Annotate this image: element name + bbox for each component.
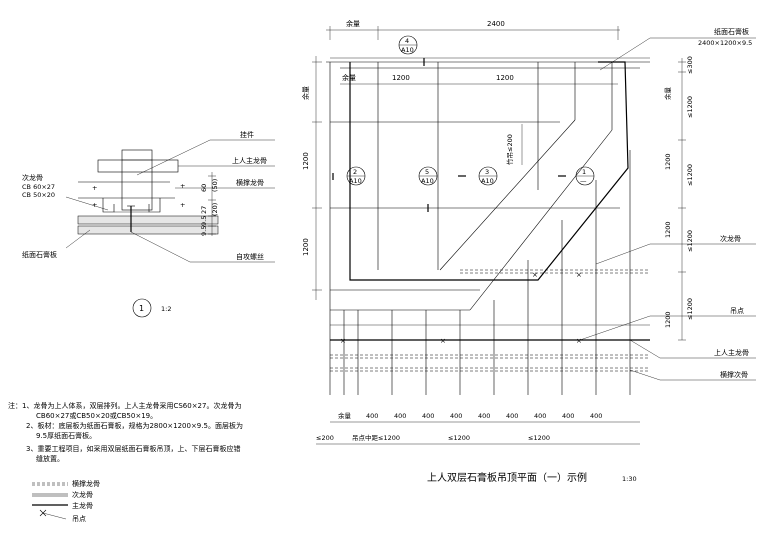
legend-main-keel: 主龙骨: [72, 501, 93, 510]
label-hanger: 挂件: [240, 130, 254, 139]
svg-text:×: ×: [576, 271, 582, 279]
right-top-margin: 余量: [663, 87, 672, 101]
svg-text:+: +: [92, 201, 97, 209]
svg-text:A10: A10: [349, 177, 362, 185]
svg-text:×: ×: [576, 337, 582, 345]
label-secondary-keel: 次龙骨: [22, 173, 43, 182]
bottom-dim-400-5: 400: [478, 412, 490, 420]
svg-text:—: —: [580, 177, 587, 185]
label-cross-keel: 横撑龙骨: [236, 178, 264, 187]
top-dim-margin: 余量: [346, 19, 360, 28]
note-line-5: 3、重要工程项目，如采用双层纸面石膏板吊顶，上、下层石膏板应错: [26, 444, 240, 453]
bottom-dim-400-4: 400: [450, 412, 462, 420]
svg-text:2: 2: [353, 168, 357, 176]
section-detail: + + + + 60 (50) 27 (20) 9.5 9.5: [22, 130, 275, 318]
svg-text:4: 4: [405, 37, 409, 45]
main-keels: [330, 269, 650, 372]
bottom-dim-400-9: 400: [590, 412, 602, 420]
dim-50: (50): [211, 179, 219, 192]
callout-5: 5 A10: [418, 166, 438, 212]
label-secondary-keel-plan: 次龙骨: [720, 234, 741, 243]
note-line-2: CB60×27或CB50×20或CB50×19。: [36, 411, 157, 420]
detail-callout-circle: [132, 298, 152, 318]
svg-text:×: ×: [440, 337, 446, 345]
right-dim-1200-b: ≤1200: [686, 164, 694, 186]
svg-text:A10: A10: [481, 177, 494, 185]
note-line-1: 注：1、龙骨为上人体系，双层排列。上人主龙骨采用CS60×27。次龙骨为: [8, 401, 241, 410]
bottom-dim-hang-spacing: 吊点中距≤1200: [352, 433, 400, 442]
bottom-dim-200: ≤200: [316, 434, 334, 442]
legend: 横撑龙骨 次龙骨 主龙骨 吊点: [32, 479, 100, 523]
vertical-dim-note: 竹吊≤200: [505, 134, 514, 165]
svg-text:A10: A10: [401, 46, 414, 54]
bottom-dim-400-7: 400: [534, 412, 546, 420]
note-line-6: 缝放置。: [36, 454, 64, 463]
bottom-dim-400-2: 400: [394, 412, 406, 420]
svg-text:3: 3: [485, 168, 489, 176]
svg-text:+: +: [92, 184, 97, 192]
label-main-keel-plan: 上人主龙骨: [714, 348, 749, 357]
plan-title: 上人双层石膏板吊顶平面（一）示例: [427, 471, 587, 484]
left-dim-1200-b: 1200: [302, 238, 310, 256]
svg-text:A10: A10: [421, 177, 434, 185]
hanging-points: × × × × ×: [340, 271, 582, 345]
plan-scale: 1:30: [622, 475, 637, 483]
bottom-dim-400-3: 400: [422, 412, 434, 420]
inner-dim-margin: 余量: [342, 73, 356, 82]
top-dim-2400: 2400: [487, 20, 505, 28]
svg-text:+: +: [180, 201, 185, 209]
secondary-keels: [343, 62, 631, 395]
inner-dim-1200-a: 1200: [392, 74, 410, 82]
right-dim-1200-a: ≤1200: [686, 96, 694, 118]
left-dim-margin: 余量: [301, 86, 310, 100]
dim-20: (20): [211, 203, 219, 216]
svg-text:×: ×: [532, 271, 538, 279]
right-dim-1200-g: 1200: [664, 153, 672, 170]
note-line-3: 2、板材：底层板为纸面石膏板，规格为2800×1200×9.5。面层板为: [26, 421, 243, 430]
callout-2: 2 A10: [332, 166, 366, 186]
legend-hanging-point: 吊点: [72, 515, 86, 523]
right-dim-1200-e: 1200: [664, 221, 672, 238]
dim-9-5-b: 9.5: [200, 226, 208, 236]
left-dim-1200-a: 1200: [302, 152, 310, 170]
right-dim-1200-f: 1200: [664, 311, 672, 328]
detail-callout-number: 1: [139, 304, 144, 313]
label-main-keel: 上人主龙骨: [232, 156, 267, 165]
right-dim-1200-d: ≤1200: [686, 298, 694, 320]
inner-dim-1200-b: 1200: [496, 74, 514, 82]
legend-secondary-keel: 次龙骨: [72, 490, 93, 499]
dim-27: 27: [200, 206, 208, 214]
bottom-dim-400-1: 400: [366, 412, 378, 420]
legend-cross-keel: 横撑龙骨: [72, 479, 100, 488]
bottom-dim-400-6: 400: [506, 412, 518, 420]
bottom-dim-margin: 余量: [338, 411, 352, 420]
callout-3: 3 A10: [458, 166, 498, 186]
bottom-dim-400-8: 400: [562, 412, 574, 420]
svg-text:×: ×: [340, 337, 346, 345]
svg-text:1: 1: [582, 168, 586, 176]
bottom-dim-1200-b: ≤1200: [528, 434, 550, 442]
svg-text:5: 5: [425, 168, 429, 176]
label-self-tap-screw: 自攻螺丝: [236, 252, 264, 261]
right-dim-300: ≤300: [686, 56, 694, 74]
label-gypsum-board: 纸面石膏板: [22, 250, 57, 259]
label-gypsum-board-plan: 纸面石膏板: [714, 27, 749, 36]
detail-callout-scale: 1:2: [161, 305, 171, 313]
label-gypsum-board-spec: 2400×1200×9.5: [698, 39, 752, 47]
note-line-4: 9.5厚纸面石膏板。: [36, 431, 96, 440]
label-cross-keel-plan: 横撑次骨: [720, 370, 748, 379]
svg-text:+: +: [180, 182, 185, 190]
label-secondary-spec1: CB 60×27: [22, 183, 55, 191]
callout-1: 1 —: [558, 166, 595, 186]
notes: 注：1、龙骨为上人体系，双层排列。上人主龙骨采用CS60×27。次龙骨为 CB6…: [8, 401, 243, 463]
ceiling-plan: 余量 2400 余量 1200 1200 余量 1200 1200: [301, 19, 756, 484]
label-secondary-spec2: CB 50×20: [22, 191, 55, 199]
right-dim-1200-c: ≤1200: [686, 230, 694, 252]
label-hanging-point-plan: 吊点: [730, 307, 744, 315]
bottom-dim-1200-a: ≤1200: [448, 434, 470, 442]
dim-9-5-a: 9.5: [200, 216, 208, 226]
callout-4: 4 A10: [398, 35, 425, 66]
